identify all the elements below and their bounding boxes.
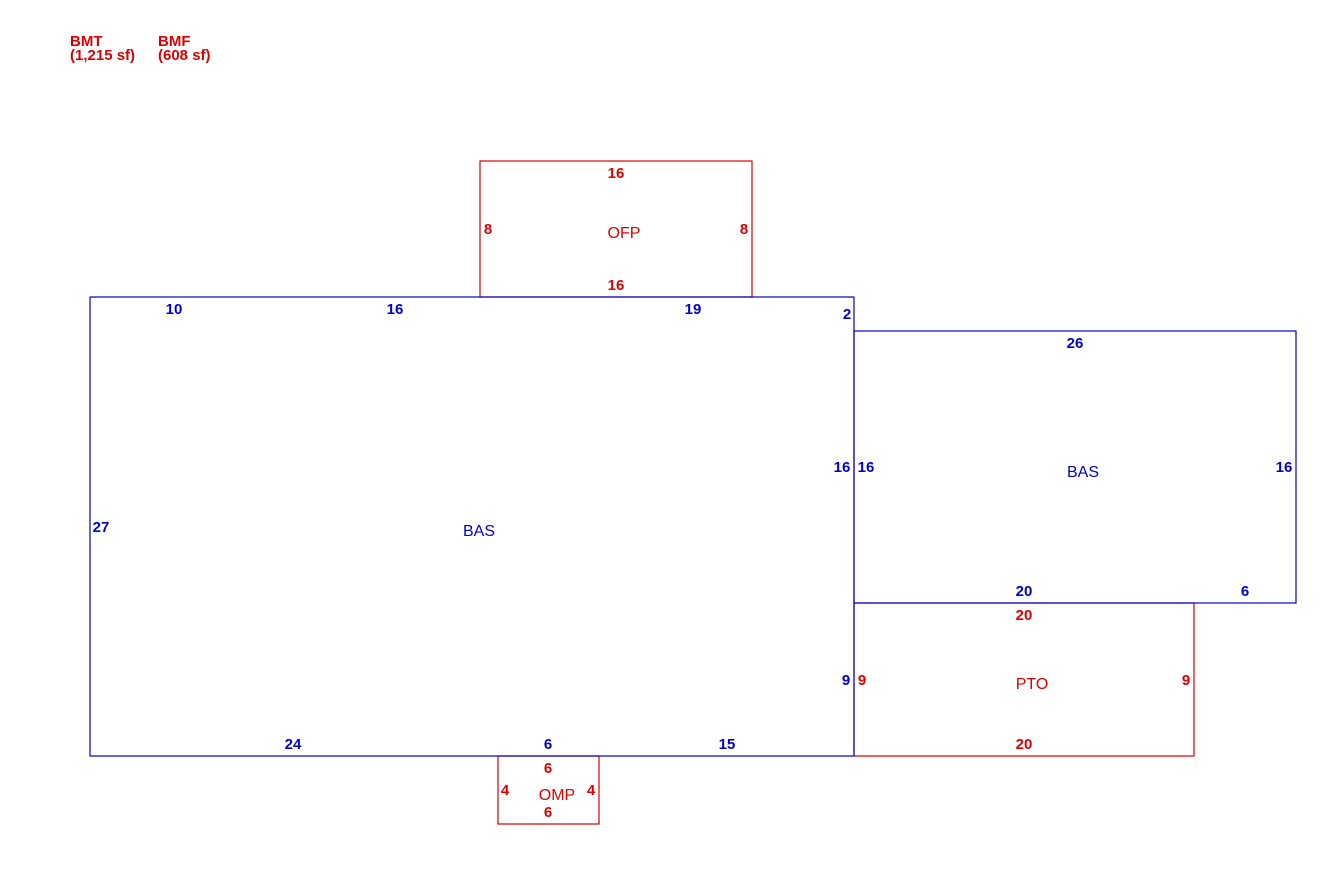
pto-dim-bottom: 20 bbox=[1016, 736, 1033, 753]
bas-right-outline bbox=[853, 330, 1297, 604]
bas-main-dim-right-upper: 16 bbox=[834, 459, 851, 476]
pto-dim-top: 20 bbox=[1016, 607, 1033, 624]
omp-dim-left: 4 bbox=[501, 782, 510, 799]
legend-bmt-code: BMT bbox=[70, 33, 103, 50]
bas-right-dim-left: 16 bbox=[858, 459, 875, 476]
bas-right-dim-top: 26 bbox=[1067, 335, 1084, 352]
pto-dim-right: 9 bbox=[1182, 672, 1190, 689]
bas-right-dim-bottom-right: 6 bbox=[1241, 583, 1249, 600]
area-bas-main: 10 16 19 2 27 16 9 24 6 15 BAS bbox=[89, 296, 855, 757]
bas-main-label: BAS bbox=[463, 523, 495, 540]
bas-right-label: BAS bbox=[1067, 464, 1099, 481]
area-pto: 20 20 9 9 PTO bbox=[853, 602, 1195, 757]
legend-bmf-area: (608 sf) bbox=[158, 47, 211, 64]
pto-label: PTO bbox=[1016, 676, 1049, 693]
omp-label: OMP bbox=[539, 787, 575, 804]
ofp-label: OFP bbox=[608, 225, 641, 242]
pto-dim-left: 9 bbox=[858, 672, 866, 689]
omp-dim-right: 4 bbox=[587, 782, 596, 799]
ofp-dim-bottom: 16 bbox=[608, 277, 625, 294]
bas-main-dim-bottom-left: 24 bbox=[285, 736, 302, 753]
bas-main-dim-step: 2 bbox=[843, 306, 851, 323]
bas-right-dim-right: 16 bbox=[1276, 459, 1293, 476]
bas-main-dim-right-lower: 9 bbox=[842, 672, 850, 689]
bas-main-dim-bottom-mid: 6 bbox=[544, 736, 552, 753]
ofp-dim-right: 8 bbox=[740, 221, 748, 238]
omp-dim-bottom: 6 bbox=[544, 804, 552, 821]
bas-main-dim-top-mid: 16 bbox=[387, 301, 404, 318]
bas-main-dim-bottom-right: 15 bbox=[719, 736, 736, 753]
area-ofp: 16 16 8 8 OFP bbox=[479, 160, 753, 298]
omp-dim-top: 6 bbox=[544, 760, 552, 777]
bas-right-dim-bottom-left: 20 bbox=[1016, 583, 1033, 600]
legend-bmf-code: BMF bbox=[158, 33, 191, 50]
ofp-dim-left: 8 bbox=[484, 221, 492, 238]
area-omp: 6 6 4 4 OMP bbox=[497, 755, 600, 825]
bas-main-dim-left: 27 bbox=[93, 519, 110, 536]
bas-main-dim-top-left: 10 bbox=[166, 301, 183, 318]
legend-bmt-area: (1,215 sf) bbox=[70, 47, 135, 64]
ofp-dim-top: 16 bbox=[608, 165, 625, 182]
legend: BMT (1,215 sf) BMF (608 sf) bbox=[70, 33, 211, 64]
area-bas-right: 26 16 16 20 6 BAS bbox=[853, 330, 1297, 604]
bas-main-dim-top-right: 19 bbox=[685, 301, 702, 318]
